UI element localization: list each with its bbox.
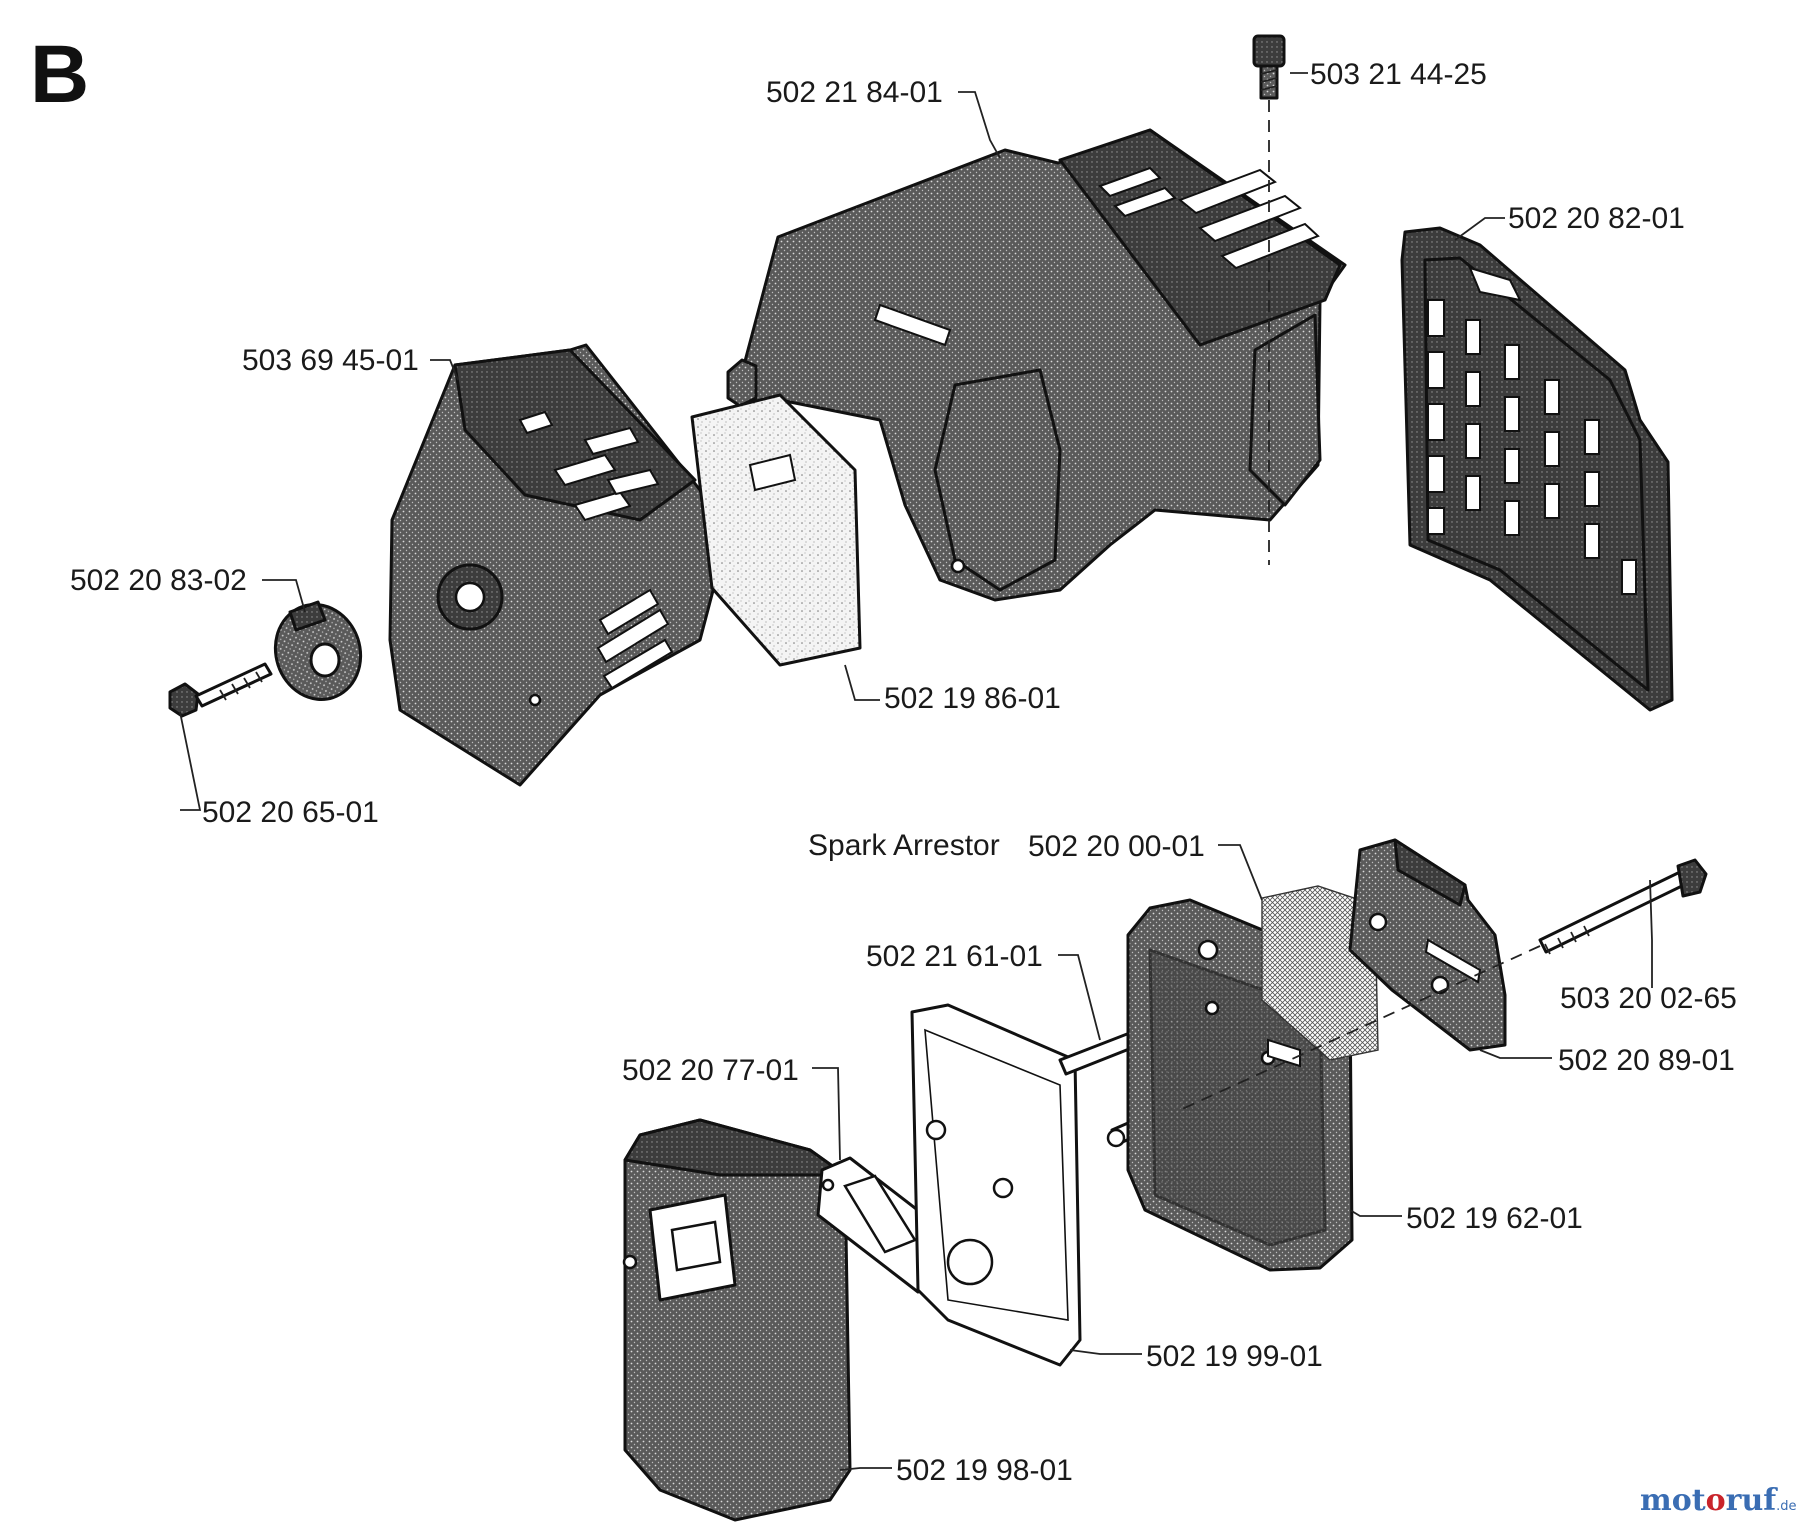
- label-muffler-body: 502 19 62-01: [1406, 1202, 1583, 1235]
- label-spark-arrestor-screen: 502 20 00-01: [1028, 830, 1205, 863]
- label-knob-bolt: 502 20 65-01: [202, 796, 379, 829]
- rear-grille-drawing: [1400, 226, 1674, 712]
- front-cover-drawing: [388, 343, 727, 787]
- svg-text:motoruf.de: motoruf.de: [1640, 1483, 1797, 1518]
- label-air-filter: 502 19 86-01: [884, 682, 1061, 715]
- label-heat-shield-plate: 502 19 99-01: [1146, 1340, 1323, 1373]
- label-muffler-tube: 502 21 61-01: [866, 940, 1043, 973]
- air-filter-drawing: [690, 393, 862, 667]
- top-cover-drawing: [726, 128, 1347, 602]
- label-muffler-gasket: 502 20 77-01: [622, 1054, 799, 1087]
- muffler-bracket-drawing: [1348, 838, 1507, 1052]
- label-top-cover: 502 21 84-01: [766, 76, 943, 109]
- label-long-bolt: 503 20 02-65: [1560, 982, 1737, 1015]
- spark-arrestor-screen-drawing: [1261, 885, 1379, 1061]
- label-top-screw: 503 21 44-25: [1310, 58, 1487, 91]
- label-rear-grille: 502 20 82-01: [1508, 202, 1685, 235]
- knob-bolt-drawing: [168, 662, 273, 718]
- bolt-axis-line: [1179, 945, 1541, 1111]
- label-spark-arrestor: Spark Arrestor: [808, 829, 1000, 862]
- long-bolt-drawing: [1538, 858, 1708, 955]
- leader-lines: [179, 72, 1653, 1471]
- knob-drawing: [273, 600, 363, 701]
- muffler-cover-drawing: [622, 1118, 852, 1522]
- section-letter: B: [30, 29, 89, 120]
- label-muffler-bracket: 502 20 89-01: [1558, 1044, 1735, 1077]
- watermark-logo: motoruf.de: [1640, 1483, 1797, 1518]
- heat-shield-drawing: [910, 1003, 1082, 1367]
- label-muffler-cover: 502 19 98-01: [896, 1454, 1073, 1487]
- top-screw-drawing: [1252, 34, 1286, 100]
- label-front-cover: 503 69 45-01: [242, 344, 419, 377]
- label-knob: 502 20 83-02: [70, 564, 247, 597]
